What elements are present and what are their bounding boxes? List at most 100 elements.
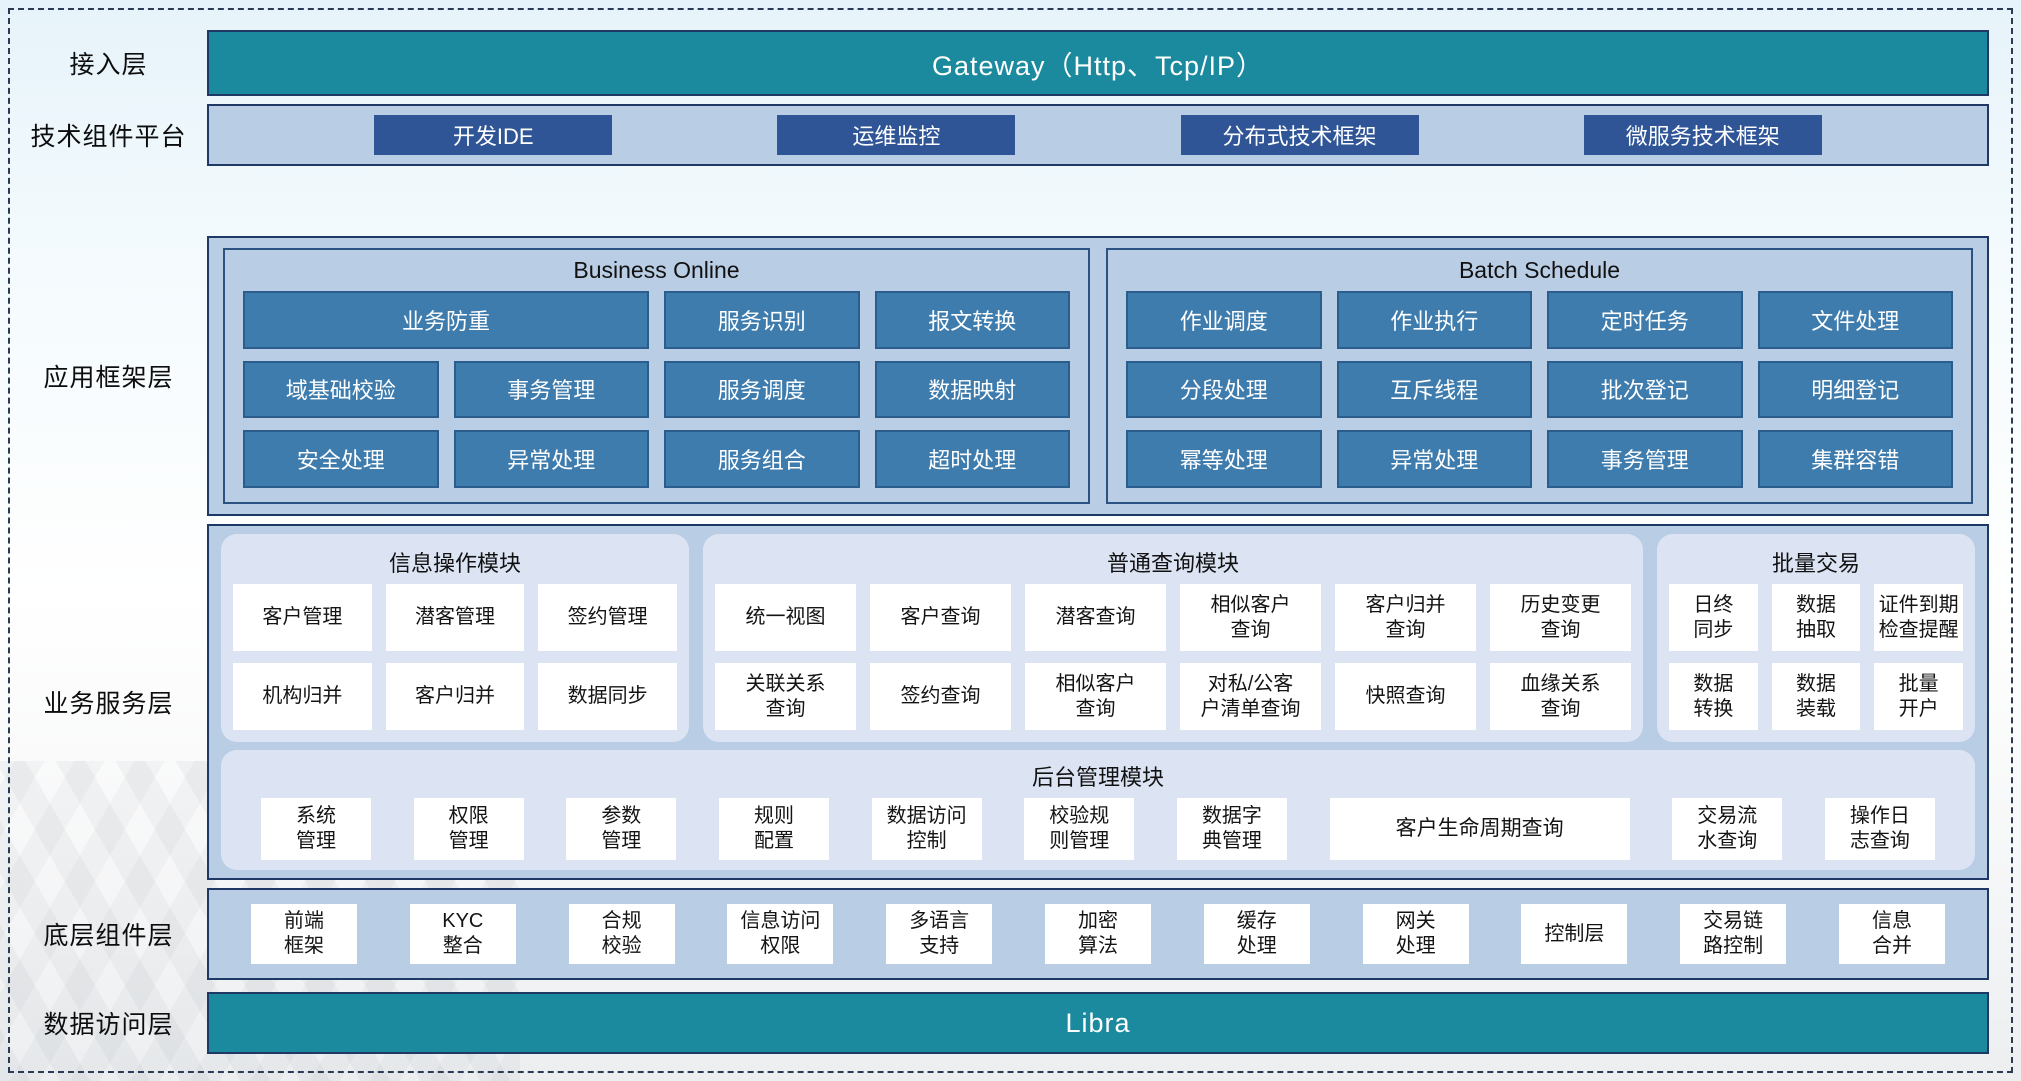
framework-block: 明细登记 — [1757, 360, 1953, 419]
tech-block: 开发IDE — [374, 115, 613, 155]
general-query-title: 普通查询模块 — [1106, 551, 1239, 576]
admin-module: 后台管理模块 系统 管理 权限 管理 参数 管理 规则 配置 数据访问 控制 校… — [221, 750, 1975, 870]
framework-block: 业务防重 — [243, 291, 649, 349]
service-block: 批量 开户 — [1874, 663, 1963, 730]
component-block: 网关 处理 — [1362, 904, 1469, 964]
tech-block: 分布式技术框架 — [1180, 115, 1419, 155]
service-block: 数据 抽取 — [1771, 584, 1861, 651]
dashed-frame: 接入层 Gateway（Http、Tcp/IP） 技术组件平台 开发IDE 运维… — [8, 8, 2013, 1073]
service-block: 快照查询 — [1335, 663, 1476, 730]
framework-block: 互斥线程 — [1336, 360, 1532, 419]
service-block: 证件到期 检查提醒 — [1874, 584, 1963, 651]
service-block: 日终 同步 — [1669, 584, 1758, 651]
service-block: 操作日 志查询 — [1824, 798, 1935, 860]
batch-transaction-grid: 日终 同步 数据 抽取 证件到期 检查提醒 数据 转换 数据 装载 批量 开户 — [1669, 584, 1963, 730]
batch-transaction-module: 批量交易 日终 同步 数据 抽取 证件到期 检查提醒 数据 转换 数据 装载 批… — [1657, 534, 1975, 742]
layer-label-app-framework: 应用框架层 — [43, 364, 174, 392]
layer-label-access: 接入层 — [69, 51, 148, 79]
access-layer-row: 接入层 Gateway（Http、Tcp/IP） — [10, 30, 2011, 96]
app-framework-row: 应用框架层 Business Online 业务防重 服务识别 报文转换 域基础… — [10, 236, 2011, 516]
service-modules-row: 信息操作模块 客户管理 潜客管理 签约管理 机构归并 客户归并 数据同步 — [221, 534, 1975, 742]
service-block: 客户归并 查询 — [1335, 584, 1476, 651]
component-block: 信息访问 权限 — [727, 904, 834, 964]
general-query-grid: 统一视图 客户查询 潜客查询 相似客户 查询 客户归并 查询 历史变更 查询 关… — [715, 584, 1631, 730]
framework-block: 文件处理 — [1757, 291, 1953, 349]
service-block: 机构归并 — [233, 663, 372, 730]
tech-block: 运维监控 — [777, 115, 1016, 155]
batch-schedule-title: Batch Schedule — [1458, 257, 1621, 283]
service-block: 数据访问 控制 — [871, 798, 982, 860]
framework-block: 事务管理 — [453, 360, 649, 419]
service-block: 数据 装载 — [1771, 663, 1861, 730]
service-block: 历史变更 查询 — [1490, 584, 1631, 651]
framework-block: 服务识别 — [664, 291, 860, 349]
gateway-bar: Gateway（Http、Tcp/IP） — [207, 30, 1989, 96]
libra-bar: Libra — [207, 992, 1989, 1054]
service-block: 数据同步 — [538, 663, 677, 730]
component-block: KYC 整合 — [409, 904, 516, 964]
framework-block: 事务管理 — [1547, 430, 1743, 488]
batch-transaction-title: 批量交易 — [1771, 551, 1860, 576]
service-block: 客户查询 — [870, 584, 1011, 651]
admin-module-row: 系统 管理 权限 管理 参数 管理 规则 配置 数据访问 控制 校验规 则管理 … — [235, 798, 1961, 860]
framework-block: 超时处理 — [874, 430, 1070, 488]
service-block: 血缘关系 查询 — [1490, 663, 1631, 730]
framework-block: 异常处理 — [453, 430, 649, 488]
business-online-subpanel: Business Online 业务防重 服务识别 报文转换 域基础校验 事务管… — [223, 248, 1090, 504]
business-online-title: Business Online — [573, 257, 740, 283]
service-block: 潜客查询 — [1025, 584, 1166, 651]
framework-block: 批次登记 — [1547, 360, 1743, 419]
framework-block: 报文转换 — [874, 291, 1070, 349]
component-block: 加密 算法 — [1044, 904, 1151, 964]
service-block: 权限 管理 — [413, 798, 524, 860]
service-block: 签约查询 — [870, 663, 1011, 730]
service-block: 校验规 则管理 — [1024, 798, 1135, 860]
framework-block: 域基础校验 — [243, 360, 439, 419]
tech-block: 微服务技术框架 — [1583, 115, 1822, 155]
service-block: 数据 转换 — [1669, 663, 1758, 730]
layer-label-data-access: 数据访问层 — [43, 1011, 174, 1039]
info-operation-title: 信息操作模块 — [388, 551, 521, 576]
general-query-module: 普通查询模块 统一视图 客户查询 潜客查询 相似客户 查询 客户归并 查询 历史… — [703, 534, 1643, 742]
base-components-panel: 前端 框架 KYC 整合 合规 校验 信息访问 权限 多语言 支持 加密 算法 … — [207, 888, 1989, 980]
data-access-row: 数据访问层 Libra — [10, 992, 2011, 1054]
framework-block: 作业执行 — [1336, 291, 1532, 349]
info-operation-module: 信息操作模块 客户管理 潜客管理 签约管理 机构归并 客户归并 数据同步 — [221, 534, 689, 742]
service-block: 潜客管理 — [385, 584, 525, 651]
service-block: 关联关系 查询 — [715, 663, 856, 730]
service-block: 对私/公客 户清单查询 — [1180, 663, 1321, 730]
tech-platform-row: 技术组件平台 开发IDE 运维监控 分布式技术框架 微服务技术框架 — [10, 104, 2011, 166]
service-block: 统一视图 — [715, 584, 856, 651]
business-service-row: 业务服务层 信息操作模块 客户管理 潜客管理 签约管理 机构归并 客户归并 — [10, 524, 2011, 880]
framework-block: 数据映射 — [874, 360, 1070, 419]
framework-block: 定时任务 — [1547, 291, 1743, 349]
component-block: 信息 合并 — [1838, 904, 1945, 964]
service-block: 数据字 典管理 — [1176, 798, 1287, 860]
layer-label-tech-platform: 技术组件平台 — [30, 123, 187, 151]
service-block: 客户归并 — [385, 663, 525, 730]
framework-block: 安全处理 — [243, 430, 439, 488]
admin-module-title: 后台管理模块 — [1031, 765, 1164, 790]
business-service-panel: 信息操作模块 客户管理 潜客管理 签约管理 机构归并 客户归并 数据同步 — [207, 524, 1989, 880]
service-block: 相似客户 查询 — [1025, 663, 1166, 730]
service-block: 交易流 水查询 — [1672, 798, 1783, 860]
business-online-grid: 业务防重 服务识别 报文转换 域基础校验 事务管理 服务调度 数据映射 安全处理… — [225, 289, 1088, 502]
component-block: 缓存 处理 — [1203, 904, 1310, 964]
app-framework-panel: Business Online 业务防重 服务识别 报文转换 域基础校验 事务管… — [207, 236, 1989, 516]
layer-label-base-components: 底层组件层 — [43, 922, 174, 950]
service-block: 相似客户 查询 — [1180, 584, 1321, 651]
service-block: 客户管理 — [233, 584, 372, 651]
tech-platform-panel: 开发IDE 运维监控 分布式技术框架 微服务技术框架 — [207, 104, 1989, 166]
info-operation-grid: 客户管理 潜客管理 签约管理 机构归并 客户归并 数据同步 — [233, 584, 677, 730]
service-block: 系统 管理 — [261, 798, 371, 860]
component-block: 合规 校验 — [568, 904, 675, 964]
batch-schedule-subpanel: Batch Schedule 作业调度 作业执行 定时任务 文件处理 分段处理 … — [1106, 248, 1973, 504]
framework-block: 异常处理 — [1336, 430, 1532, 488]
component-block: 控制层 — [1521, 904, 1628, 964]
service-block: 规则 配置 — [718, 798, 829, 860]
service-block: 参数 管理 — [566, 798, 677, 860]
framework-block: 幂等处理 — [1126, 430, 1322, 488]
service-block: 签约管理 — [538, 584, 677, 651]
batch-schedule-grid: 作业调度 作业执行 定时任务 文件处理 分段处理 互斥线程 批次登记 明细登记 … — [1108, 289, 1971, 502]
